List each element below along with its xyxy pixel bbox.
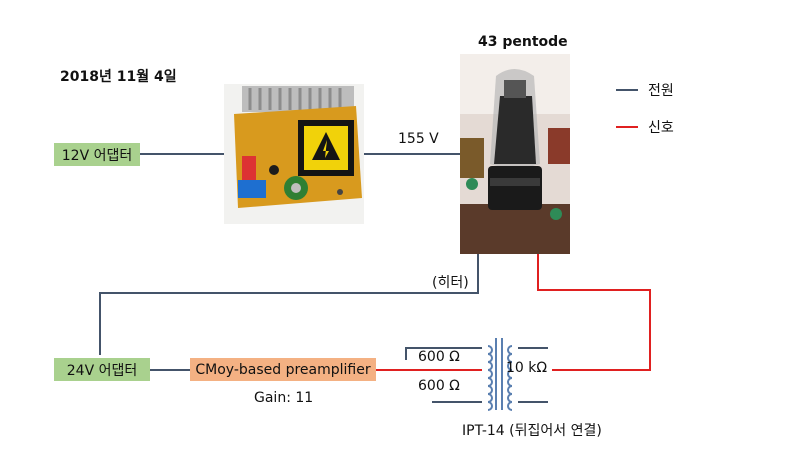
adapter-24v-box: 24V 어댑터	[54, 358, 150, 381]
transformer-symbol	[487, 338, 513, 411]
adapter-12v-box: 12V 어댑터	[54, 143, 140, 166]
primary-coil	[487, 345, 493, 411]
legend-signal-label: 신호	[648, 120, 674, 136]
tube-title: 43 pentode	[478, 34, 568, 50]
boost-converter-photo	[224, 84, 364, 224]
secondary-coil	[507, 345, 513, 411]
voltage-label: 155 V	[398, 131, 439, 147]
wire-tube-to-secondary	[537, 254, 651, 371]
gain-label: Gain: 11	[254, 390, 314, 406]
signal-wires	[376, 254, 651, 371]
secondary-label: 10 kΩ	[506, 360, 548, 376]
date-label: 2018년 11월 4일	[60, 69, 177, 85]
wire-primary-top	[405, 347, 482, 360]
wire-heater-to-24v	[99, 254, 479, 355]
tube-photo	[460, 54, 570, 254]
primary-top-label: 600 Ω	[418, 349, 460, 365]
heater-label: (히터)	[432, 275, 469, 291]
primary-bottom-label: 600 Ω	[418, 378, 460, 394]
legend-power-label: 전원	[648, 83, 674, 99]
transformer-label: IPT-14 (뒤집어서 연결)	[462, 423, 602, 439]
preamp-box: CMoy-based preamplifier	[190, 358, 376, 381]
power-wires	[99, 153, 548, 403]
